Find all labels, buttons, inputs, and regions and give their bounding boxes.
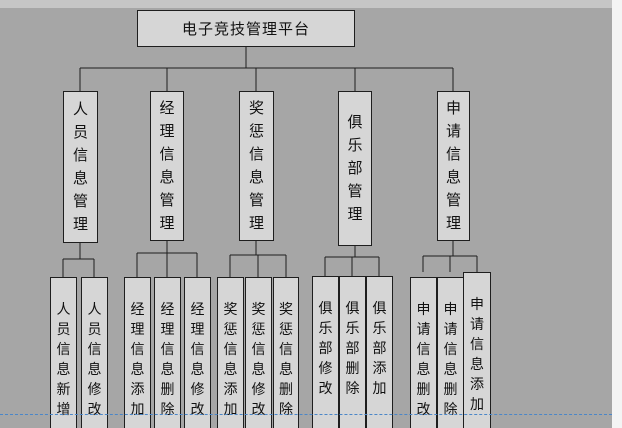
- leaf-node-application-add[interactable]: 申请信息添加: [463, 272, 491, 428]
- leaf-node-manager-add[interactable]: 经理信息添加: [124, 277, 151, 428]
- page-break-guide: [0, 414, 612, 415]
- leaf-label: 经理信息添加: [130, 302, 145, 418]
- leaf-label: 奖惩信息添加: [223, 302, 238, 418]
- module-label: 俱乐部管理: [347, 113, 363, 223]
- leaf-label: 俱乐部添加: [372, 301, 387, 397]
- module-node-manager[interactable]: 经理信息管理: [150, 91, 184, 241]
- leaf-node-manager-edit[interactable]: 经理信息修改: [184, 277, 211, 428]
- leaf-node-personnel-add[interactable]: 人员信息新增: [50, 277, 77, 428]
- leaf-node-application-delete[interactable]: 申请信息删除: [437, 277, 464, 428]
- leaf-label: 俱乐部删除: [345, 301, 360, 397]
- canvas-top-band: [0, 0, 612, 8]
- leaf-node-club-delete[interactable]: 俱乐部删除: [339, 276, 366, 428]
- root-node[interactable]: 电子竞技管理平台: [137, 10, 355, 47]
- window-edge: [612, 0, 622, 428]
- module-label: 人员信息管理: [73, 100, 89, 233]
- leaf-label: 俱乐部修改: [318, 301, 333, 397]
- leaf-node-reward-delete[interactable]: 奖惩信息删除: [273, 277, 299, 428]
- module-node-application[interactable]: 申请信息管理: [437, 91, 470, 241]
- leaf-node-club-add[interactable]: 俱乐部添加: [366, 276, 393, 428]
- leaf-label: 经理信息修改: [190, 302, 205, 418]
- leaf-node-application-modify[interactable]: 申请信息删改: [410, 277, 437, 428]
- leaf-label: 人员信息修改: [87, 302, 102, 418]
- leaf-label: 申请信息删改: [416, 302, 431, 418]
- root-node-label: 电子竞技管理平台: [181, 20, 310, 38]
- leaf-label: 人员信息新增: [56, 302, 71, 418]
- leaf-label: 申请信息添加: [470, 297, 484, 413]
- module-node-reward-penalty[interactable]: 奖惩信息管理: [239, 91, 274, 241]
- leaf-label: 经理信息删除: [160, 302, 175, 418]
- leaf-node-reward-add[interactable]: 奖惩信息添加: [217, 277, 244, 428]
- leaf-node-club-edit[interactable]: 俱乐部修改: [312, 276, 339, 428]
- leaf-node-reward-edit[interactable]: 奖惩信息修改: [245, 277, 272, 428]
- leaf-label: 奖惩信息修改: [251, 302, 266, 418]
- leaf-node-personnel-edit[interactable]: 人员信息修改: [81, 277, 108, 428]
- module-node-personnel[interactable]: 人员信息管理: [63, 91, 98, 243]
- module-node-club[interactable]: 俱乐部管理: [338, 91, 372, 246]
- leaf-label: 申请信息删除: [443, 302, 458, 418]
- module-label: 奖惩信息管理: [249, 99, 265, 232]
- leaf-node-manager-delete[interactable]: 经理信息删除: [154, 277, 181, 428]
- leaf-label: 奖惩信息删除: [279, 302, 293, 418]
- module-label: 申请信息管理: [446, 99, 462, 232]
- module-label: 经理信息管理: [159, 99, 175, 232]
